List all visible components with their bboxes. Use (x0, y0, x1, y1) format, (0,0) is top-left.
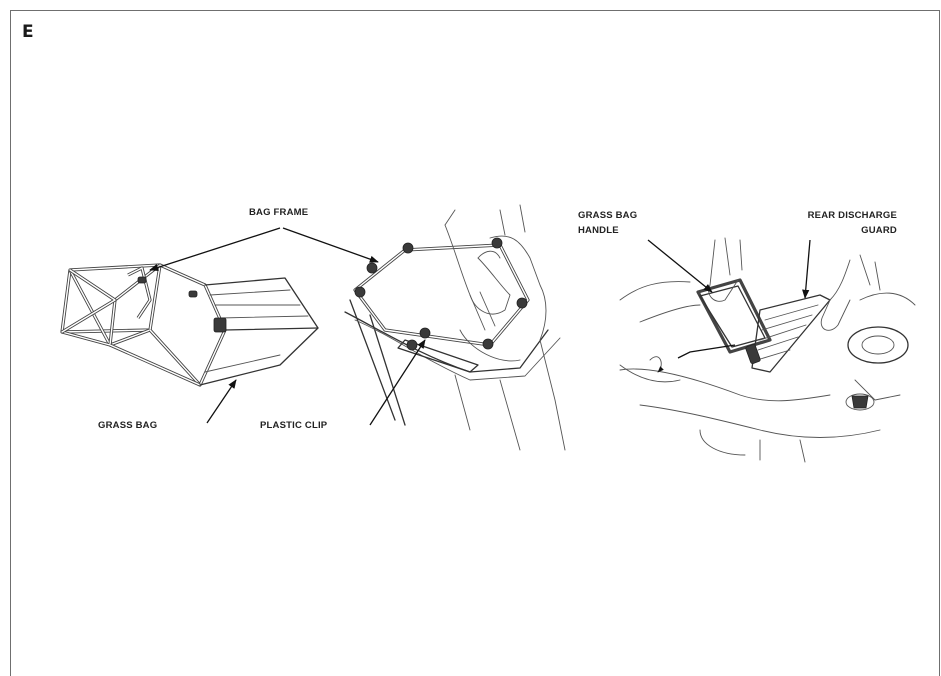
label-bag-frame: BAG FRAME (249, 207, 308, 218)
label-grass-bag-handle-line2: HANDLE (578, 225, 619, 236)
label-grass-bag: GRASS BAG (98, 420, 157, 431)
label-grass-bag-handle-line1: GRASS BAG (578, 210, 637, 221)
label-rear-discharge-guard-line1: REAR DISCHARGE (808, 210, 897, 221)
grass-bag-drawing (200, 278, 318, 385)
leader-lines (150, 228, 810, 425)
label-rear-discharge-guard-line2: GUARD (861, 225, 897, 236)
rear-discharge-drawing (620, 238, 915, 462)
label-plastic-clip: PLASTIC CLIP (260, 420, 328, 431)
bag-frame-drawing (62, 265, 225, 385)
